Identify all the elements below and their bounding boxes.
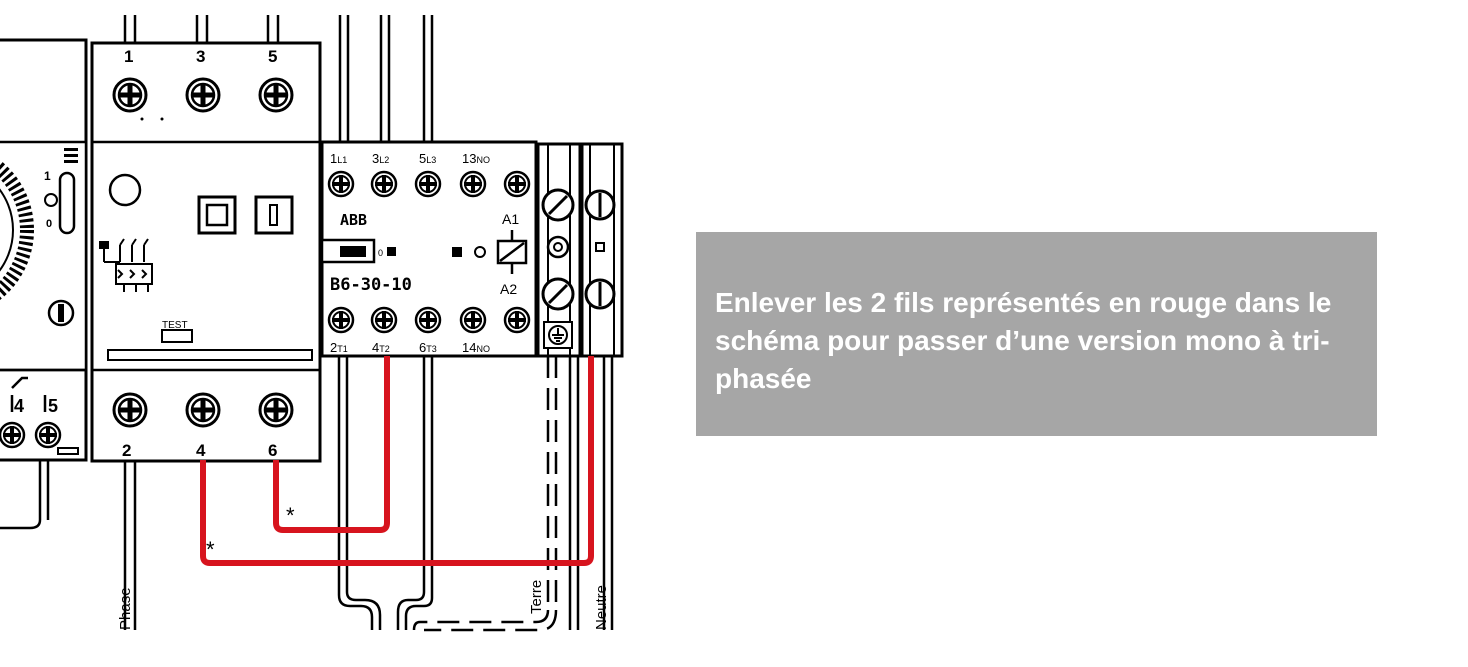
incoming-wires — [123, 15, 434, 142]
contactor-screw-bottom-a2 — [503, 306, 531, 334]
relay-top-terminal-1: 1 — [124, 47, 133, 66]
relay-top-terminal-5: 5 — [268, 47, 277, 66]
timer-terminal-4: 4 — [14, 396, 24, 416]
reset-button[interactable] — [197, 195, 237, 235]
relay-bottom-terminal-2: 2 — [122, 441, 131, 460]
contactor-brand: ABB — [340, 211, 367, 229]
relay-screw-bottom-4 — [185, 392, 221, 428]
contactor-bottom-labels: 2T1 4T2 6T3 14NO — [330, 340, 490, 355]
neutral-screw-bottom — [584, 278, 616, 310]
timer-screw-1 — [0, 421, 26, 449]
svg-text:0: 0 — [378, 248, 383, 258]
earth-dashed-wire — [412, 356, 558, 632]
clock-icon — [44, 193, 58, 207]
overload-relay: 1 3 5 TEST 2 4 6 — [90, 41, 322, 463]
contactor-screw-top-3 — [370, 170, 398, 198]
coil-label-a2: A2 — [500, 281, 517, 297]
timer-label-0: 0 — [46, 218, 52, 230]
thermal-symbol-icon — [99, 238, 153, 292]
terminal-blocks — [536, 142, 624, 358]
svg-text:3L2: 3L2 — [372, 151, 389, 166]
wire-label-earth: Terre — [528, 580, 545, 614]
relay-screw-bottom-6 — [258, 392, 294, 428]
timer-label-1: 1 — [44, 169, 51, 183]
relay-screw-top-3 — [185, 77, 221, 113]
earth-ground-icon — [543, 321, 573, 349]
contactor-screw-bottom-6 — [414, 306, 442, 334]
coil-label-a1: A1 — [502, 211, 519, 227]
coil-icon — [496, 230, 528, 274]
timer-screw-2 — [34, 421, 62, 449]
timer-terminal-5: 5 — [48, 396, 58, 416]
contactor: 1L1 3L2 5L3 13NO ABB 0 A1 A2 B6-30-10 — [320, 140, 538, 358]
earth-screw-bottom — [541, 277, 575, 311]
wire-label-neutral: Neutre — [593, 585, 610, 630]
svg-text:6T3: 6T3 — [419, 340, 437, 355]
marker-asterisk-2: * — [206, 537, 215, 562]
instruction-text: Enlever les 2 fils représentés en rouge … — [715, 287, 1332, 394]
wiring-diagram: 1 0 4 5 1 3 5 — [0, 15, 624, 632]
lower-wires — [123, 356, 614, 630]
relay-screw-bottom-2 — [112, 392, 148, 428]
svg-text:4T2: 4T2 — [372, 340, 390, 355]
contactor-model: B6-30-10 — [330, 275, 412, 295]
relay-label-strip — [107, 349, 313, 361]
contactor-screw-bottom-4 — [370, 306, 398, 334]
red-wire-6-to-4T2 — [273, 356, 390, 533]
stop-button[interactable] — [254, 195, 294, 235]
relay-bottom-terminal-6: 6 — [268, 441, 277, 460]
contactor-screw-bottom-2 — [327, 306, 355, 334]
contactor-screw-top-a1 — [503, 170, 531, 198]
svg-text:14NO: 14NO — [462, 340, 490, 355]
wire-label-phase: Phase — [117, 587, 134, 630]
reset-indicator — [108, 173, 142, 207]
neutral-screw-top — [584, 189, 616, 221]
svg-text:1L1: 1L1 — [330, 151, 347, 166]
red-wire-4-to-neutral — [200, 356, 594, 566]
contactor-screw-bottom-14 — [459, 306, 487, 334]
svg-text:5L3: 5L3 — [419, 151, 436, 166]
contactor-screw-top-13 — [459, 170, 487, 198]
relay-bottom-terminal-4: 4 — [196, 441, 206, 460]
timer-module: 1 0 4 5 — [0, 38, 88, 530]
relay-screw-top-1 — [112, 77, 148, 113]
svg-text:2T1: 2T1 — [330, 340, 348, 355]
removable-wires — [200, 356, 594, 566]
test-button[interactable] — [161, 329, 193, 343]
earth-screw-top — [541, 188, 575, 222]
svg-text:13NO: 13NO — [462, 151, 490, 166]
relay-screw-top-5 — [258, 77, 294, 113]
contactor-top-labels: 1L1 3L2 5L3 13NO — [330, 151, 490, 166]
contactor-screw-top-1 — [327, 170, 355, 198]
test-label: TEST — [162, 320, 188, 331]
marker-asterisk-1: * — [286, 503, 295, 528]
relay-top-terminal-3: 3 — [196, 47, 205, 66]
instruction-callout: Enlever les 2 fils représentés en rouge … — [696, 232, 1377, 436]
contactor-screw-top-5 — [414, 170, 442, 198]
